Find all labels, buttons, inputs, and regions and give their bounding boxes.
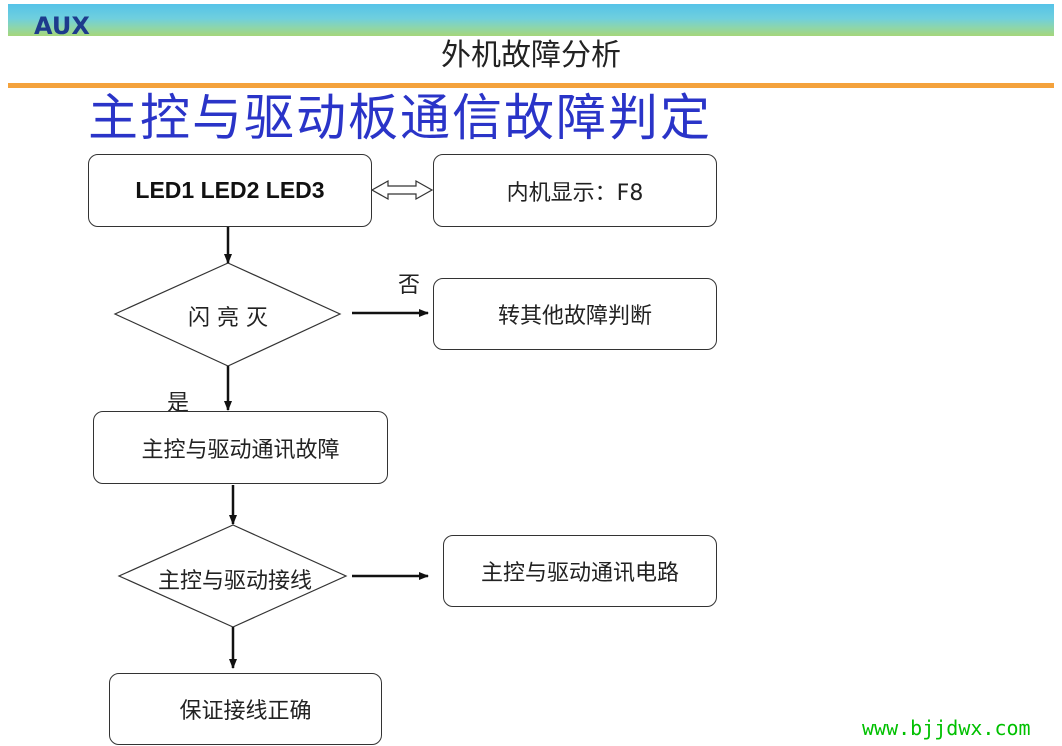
comm-fault-box: 主控与驱动通讯故障 bbox=[93, 411, 388, 484]
double-arrow-led-display bbox=[370, 179, 434, 201]
led-status-box: LED1 LED2 LED3 bbox=[88, 154, 372, 227]
site-watermark: www.bjjdwx.com bbox=[862, 716, 1031, 740]
other-fault-box: 转其他故障判断 bbox=[433, 278, 717, 350]
decision-wiring-label: 主控与驱动接线 bbox=[157, 569, 312, 594]
header-gradient-band bbox=[8, 4, 1054, 36]
decision-blink-label: 闪 亮 灭 bbox=[188, 306, 268, 331]
header-divider bbox=[8, 83, 1054, 88]
yes-label: 是 bbox=[167, 391, 190, 416]
ensure-wiring-box: 保证接线正确 bbox=[109, 673, 382, 745]
header-title: 外机故障分析 bbox=[441, 38, 621, 73]
slide-title: 主控与驱动板通信故障判定 bbox=[88, 89, 712, 147]
indoor-display-box: 内机显示：F8 bbox=[433, 154, 717, 227]
no-label: 否 bbox=[398, 273, 421, 298]
comm-circuit-box: 主控与驱动通讯电路 bbox=[443, 535, 717, 607]
aux-logo: AUX bbox=[34, 12, 90, 40]
indoor-display-text: 内机显示：F8 bbox=[506, 180, 644, 206]
